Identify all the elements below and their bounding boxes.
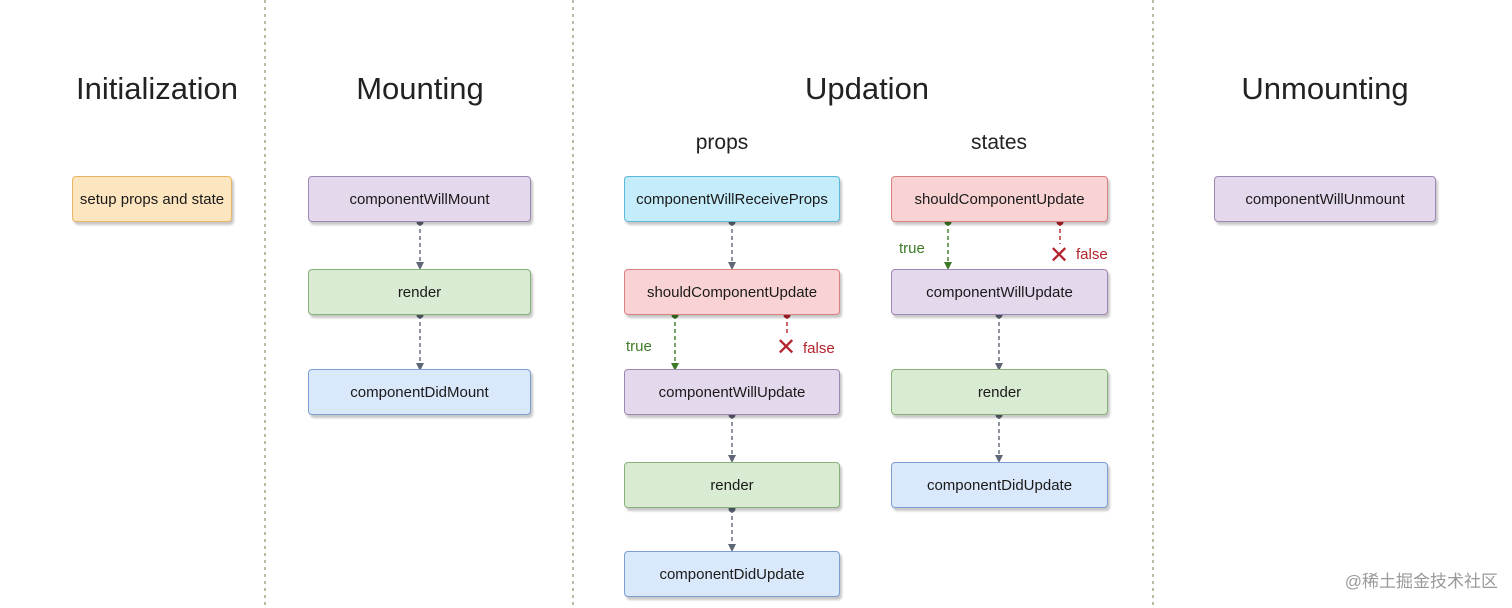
props-arrow-3	[728, 411, 736, 463]
props-false-arrow	[783, 311, 791, 336]
node-props-component-did-update[interactable]: componentDidUpdate	[624, 551, 840, 597]
node-setup-props-and-state[interactable]: setup props and state	[72, 176, 232, 222]
node-props-should-component-update[interactable]: shouldComponentUpdate	[624, 269, 840, 315]
node-component-will-unmount[interactable]: componentWillUnmount	[1214, 176, 1436, 222]
node-states-render[interactable]: render	[891, 369, 1108, 415]
props-arrow-4	[728, 505, 736, 552]
node-states-component-did-update[interactable]: componentDidUpdate	[891, 462, 1108, 508]
label-states-false: false	[1076, 246, 1108, 263]
states-false-arrow	[1056, 218, 1064, 244]
node-mount-render[interactable]: render	[308, 269, 531, 315]
node-states-should-component-update[interactable]: shouldComponentUpdate	[891, 176, 1108, 222]
node-component-will-mount[interactable]: componentWillMount	[308, 176, 531, 222]
props-true-arrow	[671, 311, 679, 371]
phase-title-updation: Updation	[804, 71, 930, 106]
label-props-false: false	[803, 340, 835, 357]
subphase-title-props: props	[695, 131, 749, 154]
subphase-title-states: states	[970, 131, 1028, 154]
states-arrow-2	[995, 311, 1003, 371]
node-states-component-will-update[interactable]: componentWillUpdate	[891, 269, 1108, 315]
watermark: @稀土掘金技术社区	[1344, 572, 1498, 591]
node-component-did-mount[interactable]: componentDidMount	[308, 369, 531, 415]
mount-arrow-2	[416, 311, 424, 371]
node-props-render[interactable]: render	[624, 462, 840, 508]
node-component-will-receive-props[interactable]: componentWillReceiveProps	[624, 176, 840, 222]
props-arrow-1	[728, 218, 736, 270]
label-props-true: true	[626, 338, 652, 355]
false-x-icon: ✕	[1049, 242, 1070, 269]
phase-title-mounting: Mounting	[356, 71, 484, 106]
phase-title-initialization: Initialization	[76, 71, 238, 106]
false-x-icon: ✕	[776, 334, 797, 361]
phase-title-unmounting: Unmounting	[1241, 71, 1409, 106]
mount-arrow-1	[416, 218, 424, 270]
states-true-arrow	[944, 218, 952, 270]
node-props-component-will-update[interactable]: componentWillUpdate	[624, 369, 840, 415]
states-arrow-3	[995, 411, 1003, 463]
label-states-true: true	[899, 240, 925, 257]
